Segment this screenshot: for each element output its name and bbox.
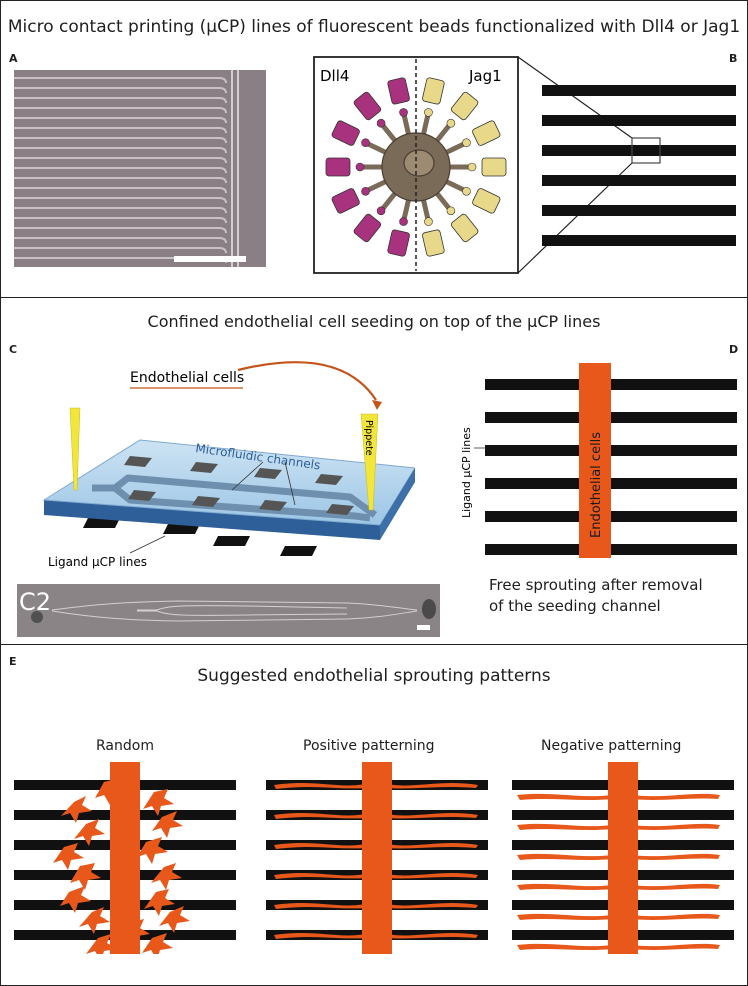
endothelial-column	[110, 762, 140, 954]
pipette-right	[360, 413, 379, 511]
jag1-ligand	[422, 77, 445, 105]
dll4-ligand	[331, 188, 360, 214]
sprout	[152, 811, 183, 838]
panel-d-label: D	[729, 343, 739, 356]
sprout	[53, 843, 84, 870]
dll4-ligand	[353, 91, 382, 121]
dll4-ligand	[331, 120, 360, 146]
jag1-ligand	[422, 229, 445, 257]
section-1-title: Micro contact printing (µCP) lines of fl…	[7, 17, 741, 37]
ligand-line	[542, 145, 736, 156]
pattern-label-random: Random	[96, 738, 154, 754]
d-column-label: Endothelial cells	[589, 432, 604, 538]
endothelial-cells-label: Endothelial cells	[130, 370, 244, 386]
sprout	[60, 886, 91, 913]
sprout	[143, 789, 174, 816]
pattern-negative	[512, 762, 734, 954]
c2-label: C2	[19, 588, 51, 616]
sprout	[159, 906, 190, 933]
ligand-line	[542, 235, 736, 246]
dll4-ligand	[387, 77, 410, 105]
panel-a-label: A	[9, 52, 18, 65]
jag1-ligand	[472, 120, 501, 146]
ligand-lines-label: Ligand µCP lines	[48, 555, 147, 569]
endothelial-cell-column	[579, 363, 611, 558]
pipette-label: Pippete	[363, 420, 374, 456]
d-caption-line1: Free sprouting after removal	[489, 576, 703, 594]
endothelial-column	[608, 762, 638, 954]
pattern-label-positive: Positive patterning	[303, 738, 435, 754]
transfer-arrow	[237, 361, 377, 401]
sprout	[137, 837, 168, 864]
sprout	[70, 863, 101, 890]
dll4-label: Dll4	[320, 67, 349, 85]
section-3-title: Suggested endothelial sprouting patterns	[197, 666, 551, 686]
panel-a-micrograph	[14, 70, 266, 267]
dll4-ligand	[325, 157, 351, 177]
pipette-left	[69, 407, 81, 491]
sprout	[79, 907, 110, 934]
endothelial-column	[362, 762, 392, 954]
panel-e-label: E	[9, 655, 17, 668]
panel-b-schematic: Dll4 Jag1	[313, 56, 736, 274]
ligand-line	[542, 205, 736, 216]
sprout	[61, 796, 92, 823]
sprout	[144, 889, 175, 916]
panel-d-schematic: Endothelial cells Ligand µCP lines	[460, 363, 737, 558]
jag1-ligand	[450, 213, 479, 243]
section-2-title: Confined endothelial cell seeding on top…	[147, 312, 601, 331]
dll4-ligand	[353, 213, 382, 243]
ligand-line	[542, 175, 736, 186]
sprout	[142, 933, 173, 954]
pattern-label-negative: Negative patterning	[541, 738, 682, 754]
pattern-random	[14, 762, 236, 954]
dll4-ligand	[387, 229, 410, 257]
sprout	[86, 934, 117, 954]
scale-bar	[174, 256, 246, 262]
jag1-ligand	[481, 157, 507, 177]
cell-nucleus	[403, 149, 435, 177]
d-ligand-lines-label: Ligand µCP lines	[460, 427, 473, 518]
jag1-ligand	[450, 91, 479, 121]
ligand-line	[542, 85, 736, 96]
panel-c2-micrograph: C2	[17, 584, 440, 637]
panel-c-label: C	[9, 343, 18, 356]
jag1-label: Jag1	[468, 67, 502, 85]
d-caption-line2: of the seeding channel	[489, 597, 661, 615]
panel-c-chip-drawing: Endothelial cells Pippete Microfluidic c…	[42, 361, 415, 569]
pattern-positive	[266, 762, 488, 954]
ligand-line	[542, 115, 736, 126]
jag1-ligand	[472, 188, 501, 214]
panel-b-label: B	[729, 52, 738, 65]
sprout	[151, 863, 182, 890]
sprout	[74, 819, 105, 846]
